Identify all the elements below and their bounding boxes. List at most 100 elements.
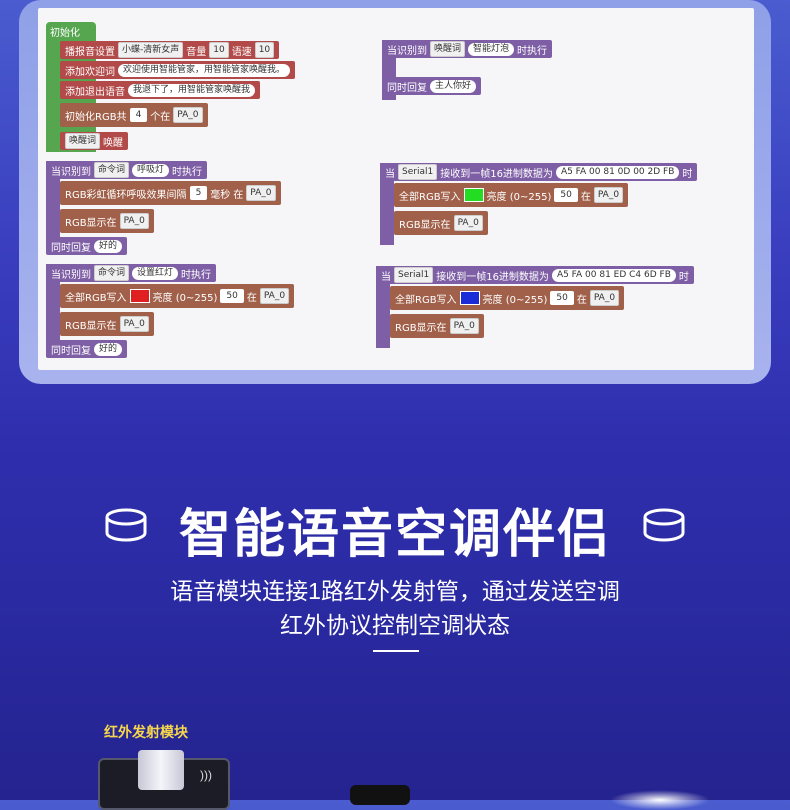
serial-green-display-row[interactable]: RGB显示在 PA_0 <box>394 211 488 235</box>
breath-display-pin-select[interactable]: PA_0 <box>119 213 149 229</box>
wake-reply-text[interactable]: 主人你好 <box>430 79 477 93</box>
serial-blue-at-label: 在 <box>576 294 587 306</box>
speed-select[interactable]: 10 <box>254 42 275 58</box>
breath-word-type-select[interactable]: 命令词 <box>94 162 130 178</box>
redlight-write-label: 全部RGB写入 <box>65 292 127 304</box>
breath-cmd-text[interactable]: 呼吸灯 <box>132 163 170 177</box>
breath-display-label: RGB显示在 <box>65 217 117 229</box>
breath-rainbow-label: RGB彩虹循环呼吸效果间隔 <box>65 189 187 201</box>
wake-header-row[interactable]: 当识别到 唤醒词 智能灯泡 时执行 <box>382 40 553 58</box>
redlight-bright-label: 亮度 (0~255) <box>152 292 218 304</box>
breath-header-row[interactable]: 当识别到 命令词 呼吸灯 时执行 <box>46 161 208 179</box>
serial-green-display-pin-select[interactable]: PA_0 <box>453 215 483 231</box>
wake-reply-row[interactable]: 同时回复 主人你好 <box>382 77 482 95</box>
redlight-write-row[interactable]: 全部RGB写入 亮度 (0~255) 50 在 PA_0 <box>60 284 295 308</box>
serial-blue-bright-input[interactable]: 50 <box>550 291 574 305</box>
breath-pin-select[interactable]: PA_0 <box>246 185 276 201</box>
redlight-at-label: 在 <box>246 292 257 304</box>
wake-tail-label: 时执行 <box>517 45 548 57</box>
ir-module-image: ))) <box>98 750 230 810</box>
serial-green-write-label: 全部RGB写入 <box>399 191 461 203</box>
divider <box>373 650 419 652</box>
voice-select[interactable]: 小蝶-清新女声 <box>118 42 184 58</box>
green-color-swatch[interactable] <box>463 188 484 202</box>
redlight-head-label: 当识别到 <box>51 269 91 281</box>
redlight-bright-input[interactable]: 50 <box>220 289 244 303</box>
volume-label: 音量 <box>186 46 207 58</box>
welcome-text[interactable]: 欢迎使用智能管家，用智能管家唤醒我。 <box>118 63 291 77</box>
redlight-header-row[interactable]: 当识别到 命令词 设置红灯 时执行 <box>46 264 217 282</box>
volume-select[interactable]: 10 <box>209 42 229 58</box>
subtitle-line2: 红外协议控制空调状态 <box>280 612 510 638</box>
serial-green-tail-label: 时 <box>682 168 693 180</box>
serial-blue-display-label: RGB显示在 <box>395 322 447 334</box>
glow-image <box>610 790 710 810</box>
serial-green-display-label: RGB显示在 <box>399 219 451 231</box>
cylinder-right-icon <box>643 508 685 542</box>
rgb-count-input[interactable]: 4 <box>129 108 148 122</box>
redlight-word-type-select[interactable]: 命令词 <box>94 265 130 281</box>
serial-green-head-label: 当 <box>385 168 395 180</box>
serial-green-bright-input[interactable]: 50 <box>554 188 578 202</box>
breath-reply-label: 同时回复 <box>51 242 91 254</box>
wake-head-label: 当识别到 <box>387 45 427 57</box>
serial-green-write-row[interactable]: 全部RGB写入 亮度 (0~255) 50 在 PA_0 <box>394 183 629 207</box>
breath-tail-label: 时执行 <box>172 166 203 178</box>
speed-label: 语速 <box>231 46 252 58</box>
redlight-display-pin-select[interactable]: PA_0 <box>119 316 149 332</box>
voice-setting-label: 播报音设置 <box>65 46 115 58</box>
serial-green-pin-select[interactable]: PA_0 <box>593 187 624 203</box>
welcome-label: 添加欢迎词 <box>65 66 115 78</box>
rgb-unit-label: 个在 <box>150 111 171 123</box>
serial-blue-header-row[interactable]: 当 Serial1 接收到一帧16进制数据为 A5 FA 00 81 ED C4… <box>376 266 694 284</box>
breath-rainbow-row[interactable]: RGB彩虹循环呼吸效果间隔 5 毫秒 在 PA_0 <box>60 181 281 205</box>
serial-blue-port-select[interactable]: Serial1 <box>394 267 434 283</box>
subtitle-line1: 语音模块连接1路红外发射管，通过发送空调 <box>170 578 620 604</box>
headline: 智能语音空调伴侣 <box>178 506 611 564</box>
init-header: 初始化 <box>50 28 80 39</box>
redlight-pin-select[interactable]: PA_0 <box>259 288 290 304</box>
serial-blue-display-row[interactable]: RGB显示在 PA_0 <box>390 314 484 338</box>
wifi-icon: ))) <box>200 768 212 782</box>
serial-blue-write-label: 全部RGB写入 <box>395 294 457 306</box>
init-rgb-label: 初始化RGB共 <box>65 111 127 123</box>
redlight-cmd-text[interactable]: 设置红灯 <box>132 266 179 280</box>
serial-green-header-row[interactable]: 当 Serial1 接收到一帧16进制数据为 A5 FA 00 81 0D 00… <box>380 163 698 181</box>
wake-word-select[interactable]: 唤醒词 <box>65 133 101 149</box>
wake-word-value: 唤醒 <box>103 137 124 149</box>
breath-reply-row[interactable]: 同时回复 好的 <box>46 237 128 255</box>
serial-green-port-select[interactable]: Serial1 <box>398 164 438 180</box>
blue-color-swatch[interactable] <box>459 291 480 305</box>
cylinder-left-icon <box>105 508 147 542</box>
serial-blue-display-pin-select[interactable]: PA_0 <box>449 318 479 334</box>
serial-blue-head-label: 当 <box>381 271 391 283</box>
init-rgb-row[interactable]: 初始化RGB共 4 个在 PA_0 <box>60 103 208 127</box>
breath-reply-text[interactable]: 好的 <box>94 239 123 253</box>
serial-green-data-text[interactable]: A5 FA 00 81 0D 00 2D FB <box>555 165 680 179</box>
redlight-reply-row[interactable]: 同时回复 好的 <box>46 340 128 358</box>
serial-blue-write-row[interactable]: 全部RGB写入 亮度 (0~255) 50 在 PA_0 <box>390 286 625 310</box>
serial-green-mid-label: 接收到一帧16进制数据为 <box>440 168 553 180</box>
redlight-reply-label: 同时回复 <box>51 345 91 357</box>
wake-word-type-select[interactable]: 唤醒词 <box>430 41 466 57</box>
redlight-display-row[interactable]: RGB显示在 PA_0 <box>60 312 154 336</box>
redlight-reply-text[interactable]: 好的 <box>94 342 123 356</box>
breath-interval-input[interactable]: 5 <box>189 186 208 200</box>
serial-green-at-label: 在 <box>580 191 591 203</box>
breath-unit-label: 毫秒 <box>210 189 231 201</box>
welcome-row[interactable]: 添加欢迎词 欢迎使用智能管家，用智能管家唤醒我。 <box>60 61 296 79</box>
serial-blue-data-text[interactable]: A5 FA 00 81 ED C4 6D FB <box>551 268 676 282</box>
cable-image <box>350 785 410 805</box>
breath-display-row[interactable]: RGB显示在 PA_0 <box>60 209 154 233</box>
red-color-swatch[interactable] <box>129 289 150 303</box>
exit-voice-text[interactable]: 我退下了，用智能管家唤醒我 <box>128 83 256 97</box>
wake-word-row[interactable]: 唤醒词 唤醒 <box>60 132 129 150</box>
wake-cmd-text[interactable]: 智能灯泡 <box>468 42 515 56</box>
serial-blue-bright-label: 亮度 (0~255) <box>482 294 548 306</box>
serial-blue-tail-label: 时 <box>678 271 689 283</box>
rgb-pin-select[interactable]: PA_0 <box>173 107 203 123</box>
voice-setting-row[interactable]: 播报音设置 小蝶-清新女声 音量 10 语速 10 <box>60 41 280 59</box>
exit-voice-row[interactable]: 添加退出语音 我退下了，用智能管家唤醒我 <box>60 81 261 99</box>
serial-green-bright-label: 亮度 (0~255) <box>486 191 552 203</box>
serial-blue-pin-select[interactable]: PA_0 <box>589 290 620 306</box>
